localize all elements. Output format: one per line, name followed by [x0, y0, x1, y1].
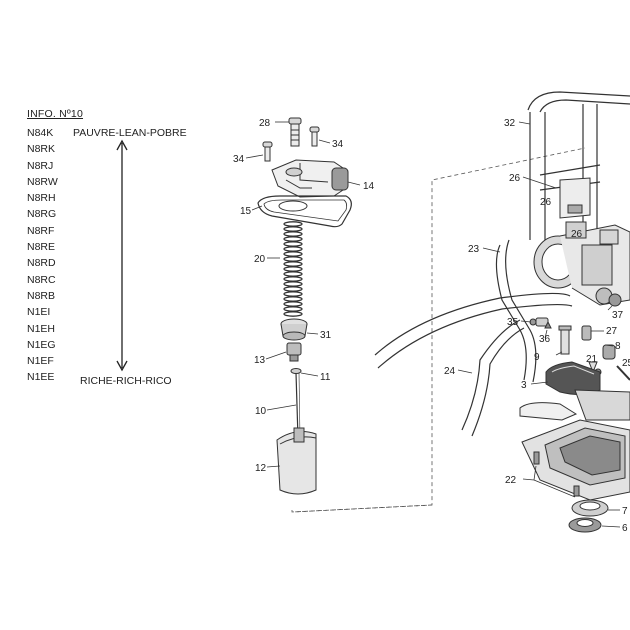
- callout-21: 21: [586, 354, 598, 365]
- top-cap-14: [271, 159, 349, 198]
- part-8: [602, 344, 616, 360]
- center-assembly: [257, 117, 352, 495]
- callout-26-top: 26: [509, 173, 521, 184]
- callout-37: 37: [612, 310, 624, 321]
- bolt-28: [288, 117, 302, 147]
- carb-body: [533, 177, 630, 307]
- guide-lines: [291, 147, 586, 513]
- part-9: [558, 325, 572, 355]
- part-36: [544, 320, 552, 329]
- leader-lines: [245, 121, 621, 528]
- needle-code-item: N1EE: [27, 371, 55, 384]
- callout-11: 11: [320, 372, 331, 383]
- callout-27: 27: [606, 326, 618, 337]
- callout-32: 32: [504, 118, 516, 129]
- carburetor-assembly: [374, 91, 630, 533]
- callout-numbers: 28 34 34 14 15 20 31 13 11 10 12 32 26 2…: [233, 118, 630, 534]
- part-27: [581, 325, 592, 341]
- part-25: [616, 365, 630, 381]
- bowl-body: [521, 419, 630, 501]
- callout-3: 3: [521, 380, 527, 391]
- needle-code-item: N8RK: [27, 143, 56, 156]
- callout-8: 8: [615, 341, 621, 352]
- needle-code-item: N8RH: [27, 192, 56, 205]
- callout-31: 31: [320, 330, 332, 341]
- needle-code-item: N8RB: [27, 289, 56, 302]
- needle-code-item: N8RC: [27, 273, 56, 286]
- callout-34-left: 34: [233, 154, 245, 165]
- screws-22: [533, 451, 580, 498]
- needle-code-item: N8RG: [27, 208, 57, 221]
- gasket-15: [257, 195, 352, 228]
- needle-code-item: N1EG: [27, 338, 56, 351]
- frame-32: [527, 91, 630, 240]
- screw-34-right: [309, 126, 320, 147]
- callout-28: 28: [259, 118, 271, 129]
- needle-code-item: N84K: [27, 127, 54, 139]
- callout-26-mid: 26: [540, 197, 552, 208]
- callout-26-low: 26: [571, 229, 583, 240]
- callout-24: 24: [444, 366, 456, 377]
- callout-35: 35: [507, 317, 519, 328]
- hose-24: [374, 292, 573, 437]
- needle-code-item: N8RD: [27, 257, 56, 270]
- clip-11: [290, 368, 302, 374]
- info-title: INFO. Nº10: [27, 108, 84, 120]
- callout-23: 23: [468, 244, 480, 255]
- needle-code-item: N8RW: [27, 175, 58, 188]
- throttle-slide-12: [276, 427, 317, 495]
- part-35: [529, 317, 549, 327]
- needle-code-list: N84K N8RK N8RJ N8RW N8RH N8RG N8RF N8RE N8RD N8RC…: [27, 125, 58, 386]
- screw-34-left: [262, 141, 273, 162]
- callout-20: 20: [254, 254, 266, 265]
- callout-15: 15: [240, 206, 252, 217]
- seal-31: [280, 318, 308, 341]
- callout-14: 14: [363, 181, 375, 192]
- callout-12: 12: [255, 463, 267, 474]
- needle-code-item: N1EI: [27, 306, 51, 319]
- needle-10: [295, 372, 301, 439]
- callout-9: 9: [534, 352, 540, 363]
- lean-label: PAUVRE-LEAN-POBRE: [73, 127, 187, 139]
- callout-6: 6: [622, 523, 628, 534]
- needle-code-item: N1EH: [27, 322, 56, 335]
- spring-20: [283, 221, 303, 317]
- lean-rich-arrow: [116, 139, 128, 372]
- callout-7: 7: [622, 506, 628, 517]
- callout-36: 36: [539, 334, 551, 345]
- needle-code-item: N1EF: [27, 355, 54, 368]
- rich-label: RICHE-RICH-RICO: [80, 375, 172, 387]
- callout-25: 25: [622, 358, 630, 369]
- callout-22: 22: [505, 475, 517, 486]
- float-bowl-3: [519, 361, 630, 421]
- needle-code-item: N8RF: [27, 224, 55, 237]
- hose-23: [495, 239, 537, 383]
- ring-6: [568, 517, 602, 533]
- needle-code-item: N8RJ: [27, 159, 54, 172]
- needle-code-item: N8RE: [27, 241, 56, 254]
- seal-7: [571, 499, 609, 517]
- needle-clip-13: [286, 342, 302, 362]
- callout-10: 10: [255, 406, 267, 417]
- callout-13: 13: [254, 355, 266, 366]
- callout-34-right: 34: [332, 139, 344, 150]
